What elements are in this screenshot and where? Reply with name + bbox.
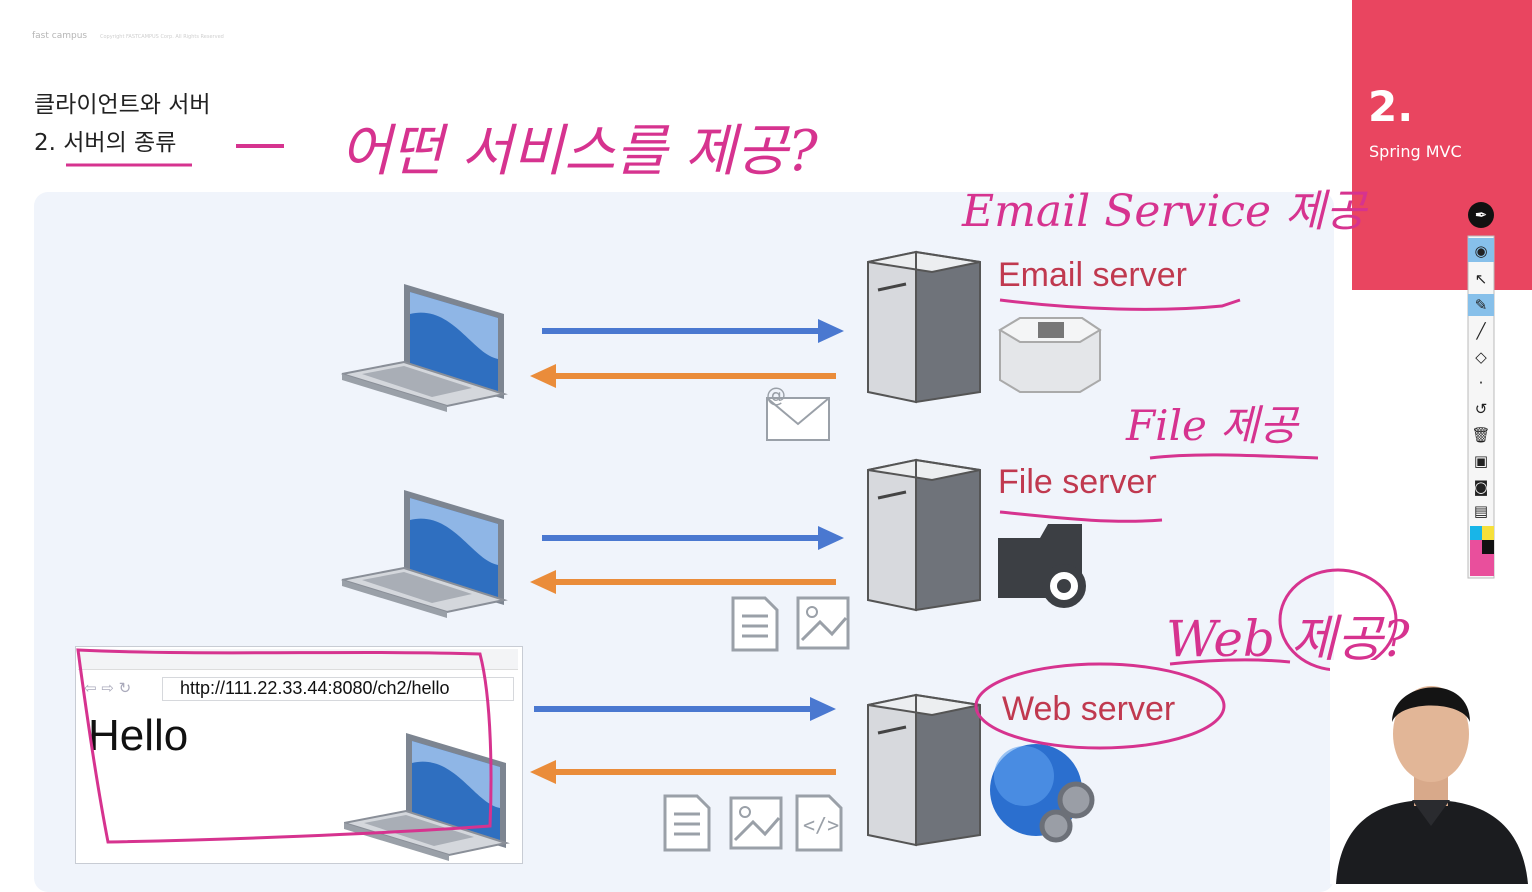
eraser-icon[interactable]: ◇ <box>1475 348 1487 366</box>
trash-icon[interactable]: 🗑 <box>1471 426 1491 444</box>
highlighter-icon[interactable]: ✎ <box>1474 296 1488 314</box>
annotation-toolbar: ✒ ◉ ↖ ✎ ╱ ◇ · ↺ 🗑 ▣ ◙ ▤ <box>1466 200 1496 580</box>
title-line-1: 클라이언트와 서버 <box>34 92 211 118</box>
pointer-icon[interactable]: ↖ <box>1474 270 1488 288</box>
address-url: http://111.22.33.44:8080/ch2/hello <box>180 678 450 698</box>
undo-icon[interactable]: ↺ <box>1474 400 1488 418</box>
presenter-video <box>1330 660 1532 884</box>
web-server-label: Web server <box>1002 690 1176 728</box>
file-server-label: File server <box>998 463 1157 501</box>
dot-icon[interactable]: · <box>1478 374 1484 392</box>
pen-icon[interactable]: ✒ <box>1474 206 1488 224</box>
logo-text: fast campus <box>32 31 88 41</box>
line-icon[interactable]: ╱ <box>1476 322 1486 340</box>
email-server-label: Email server <box>998 256 1187 294</box>
board-icon[interactable]: ▣ <box>1473 452 1489 470</box>
page-title: 클라이언트와 서버 2. 서버의 종류 <box>34 86 211 162</box>
ink-question: 어떤 서비스를 제공? <box>340 119 819 184</box>
chapter-subtitle: Spring MVC <box>1369 142 1462 161</box>
toolbar-graphics <box>1467 202 1495 579</box>
camera-icon[interactable]: ◙ <box>1473 478 1489 496</box>
chapter-badge <box>1352 0 1532 290</box>
browser-tab-bar <box>78 649 518 670</box>
title-line-2: 2. 서버의 종류 <box>34 130 177 156</box>
browser-laptop-icon <box>344 733 507 862</box>
fastcampus-logo: fast campus Copyright FASTCAMPUS Corp. A… <box>32 31 224 41</box>
chapter-number: 2. <box>1368 82 1414 131</box>
browser-window: ⇦ ⇨ ↻ http://111.22.33.44:8080/ch2/hello… <box>75 646 523 864</box>
browser-nav-icons: ⇦ ⇨ ↻ <box>84 679 132 697</box>
clipboard-icon[interactable]: ▤ <box>1473 502 1489 520</box>
page-content-hello: Hello <box>88 711 189 760</box>
eye-icon[interactable]: ◉ <box>1474 242 1488 260</box>
copyright-text: Copyright FASTCAMPUS Corp. All Rights Re… <box>99 34 224 40</box>
